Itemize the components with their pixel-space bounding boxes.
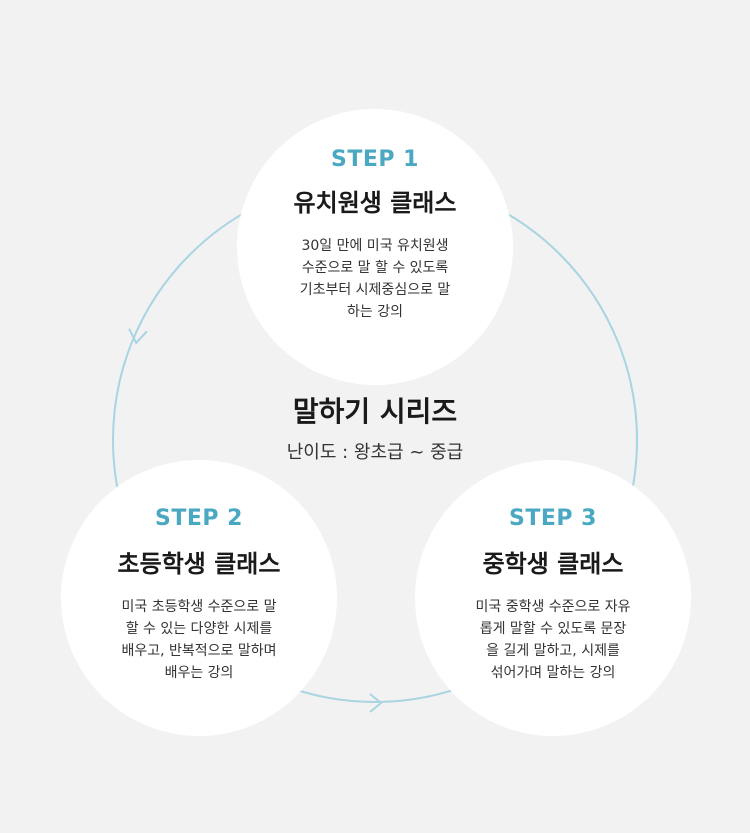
step-1-label: STEP 1 <box>331 147 419 172</box>
arrow-step2-to-step3-icon <box>369 693 383 713</box>
step-2-description: 미국 초등학생 수준으로 말 할 수 있는 다양한 시제를 배우고, 반복적으로… <box>121 599 277 681</box>
arrow-step1-to-step2-icon <box>128 328 148 345</box>
series-title: 말하기 시리즈 <box>292 395 458 428</box>
step-2-title: 초등학생 클래스 <box>117 550 281 578</box>
step-1-title: 유치원생 클래스 <box>293 189 457 217</box>
step-3-description: 미국 중학생 수준으로 자유 롭게 말할 수 있도록 문장 을 길게 말하고, … <box>475 599 631 681</box>
step-2-card: STEP 2 초등학생 클래스 미국 초등학생 수준으로 말 할 수 있는 다양… <box>61 460 337 736</box>
step-1-description: 30일 만에 미국 유치원생 수준으로 말 할 수 있도록 기초부터 시제중심으… <box>299 238 451 320</box>
difficulty-label: 난이도 : 왕초급 ~ 중급 <box>286 442 464 463</box>
step-3-card: STEP 3 중학생 클래스 미국 중학생 수준으로 자유 롭게 말할 수 있도… <box>415 460 691 736</box>
step-2-label: STEP 2 <box>155 506 243 531</box>
step-3-label: STEP 3 <box>509 506 597 531</box>
step-1-card: STEP 1 유치원생 클래스 30일 만에 미국 유치원생 수준으로 말 할 … <box>237 109 513 385</box>
step-3-title: 중학생 클래스 <box>482 550 624 578</box>
